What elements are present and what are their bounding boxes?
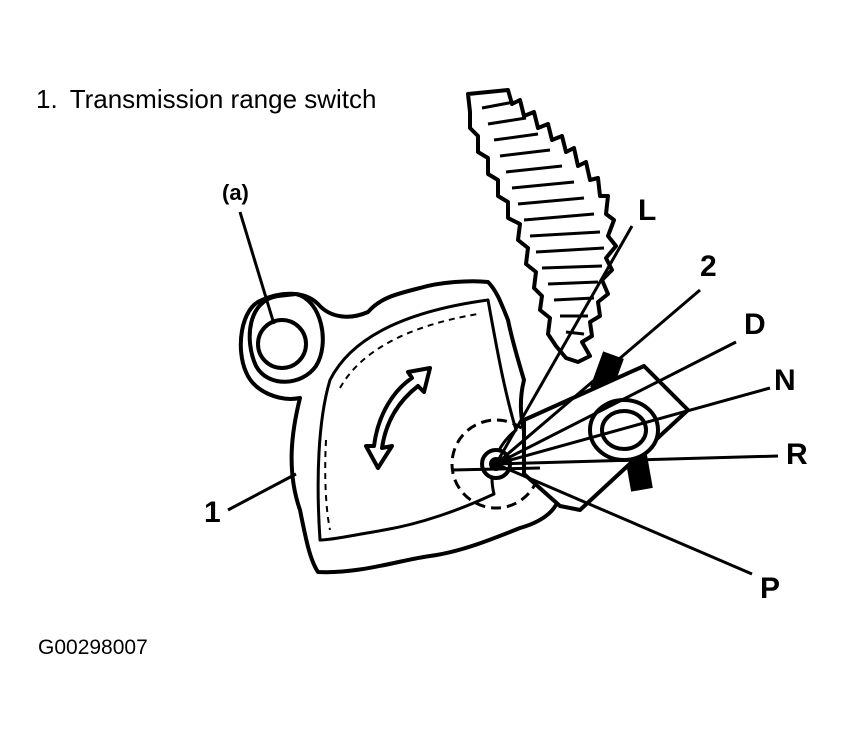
switch-body bbox=[238, 279, 562, 575]
ray-D bbox=[495, 340, 737, 466]
ray-P bbox=[495, 462, 753, 576]
ray-N bbox=[495, 386, 771, 466]
label-N: N bbox=[774, 364, 796, 397]
position-rays bbox=[494, 225, 779, 576]
label-D: D bbox=[744, 308, 766, 341]
label-1: 1 bbox=[204, 496, 221, 529]
label-P: P bbox=[760, 572, 780, 605]
leader-a bbox=[238, 211, 276, 325]
label-2: 2 bbox=[700, 250, 717, 283]
leader-1 bbox=[227, 472, 297, 512]
ray-R bbox=[495, 454, 779, 466]
figure-id: G00298007 bbox=[38, 636, 148, 659]
label-R: R bbox=[786, 438, 808, 471]
label-a: (a) bbox=[222, 180, 249, 205]
control-cable bbox=[466, 88, 618, 364]
ray-L bbox=[494, 225, 634, 465]
legend-number: 1. bbox=[36, 84, 58, 114]
ray-2 bbox=[495, 288, 701, 466]
center-line bbox=[451, 466, 541, 472]
label-L: L bbox=[638, 194, 656, 227]
legend-item-1: 1. Transmission range switch bbox=[36, 84, 377, 115]
legend-text: Transmission range switch bbox=[69, 84, 377, 114]
rotation-arrow-icon bbox=[364, 366, 432, 470]
